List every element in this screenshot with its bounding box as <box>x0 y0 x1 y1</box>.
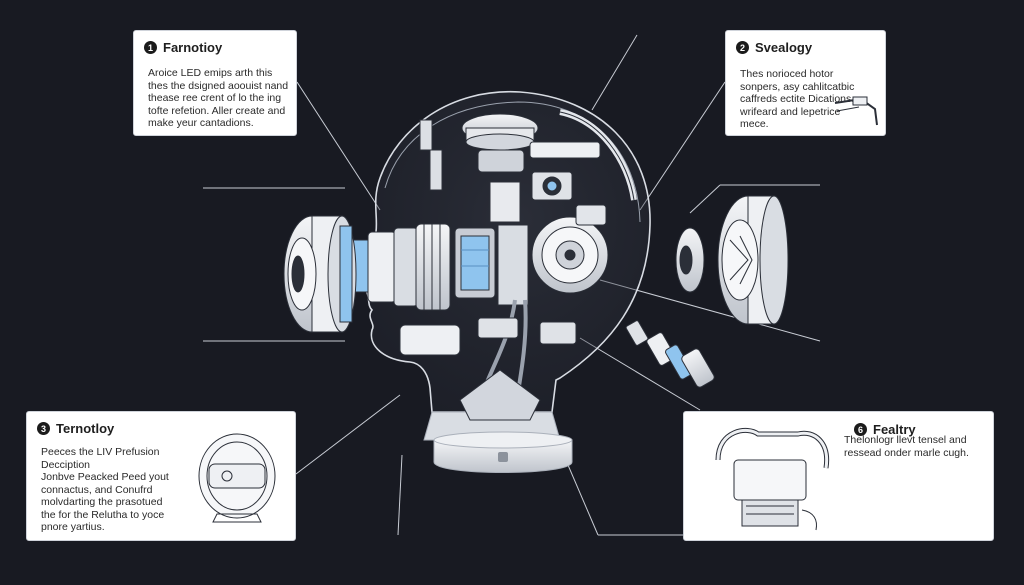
description-line: Thelonlogr llevt tensel and <box>844 434 967 446</box>
description-line: mece. <box>740 118 769 130</box>
leader-line <box>579 337 701 411</box>
right-disc-assembly <box>675 195 789 325</box>
callout-4: 6 Fealtry Thelonlogr llevt tensel and re… <box>683 411 994 541</box>
description-line: ressead onder marle cugh. <box>844 446 969 459</box>
visor-part-illustration <box>198 433 276 523</box>
description-line: Peeces the LIV Prefusion <box>41 446 160 458</box>
description-line: Aroice LED emips arth this <box>148 67 273 79</box>
head-inner-rim <box>384 101 641 223</box>
callout-number-badge: 6 <box>854 423 867 436</box>
leader-lines <box>203 34 821 536</box>
lens-stack <box>349 223 451 311</box>
leader-line <box>639 81 726 211</box>
handle-part-illustration <box>834 96 878 126</box>
description-line: molvdarting the prasotued <box>41 496 163 508</box>
callout-description: Peeces the LIV Prefusion Decciption Jonb… <box>41 446 169 534</box>
neck-base <box>423 411 573 473</box>
description-line: sonpers, asy cahlitcatbic <box>740 80 855 93</box>
description-line: thease ree crent of lo the ing <box>148 92 282 104</box>
callout-2: 2 Svealogy Thes norioced hotor sonpers, … <box>725 30 886 136</box>
description-line: wrifeard and lepetrice <box>740 105 841 118</box>
left-disc-assembly <box>283 215 357 333</box>
small-cylinder-parts <box>625 320 715 388</box>
callout-description: Thelonlogr llevt tensel and ressead onde… <box>844 434 969 459</box>
callout-title: Ternotloy <box>56 421 115 436</box>
description-line: Thes norioced hotor <box>740 68 834 80</box>
internal-mechanics <box>399 113 609 421</box>
callout-title: Fealtry <box>873 422 916 437</box>
callout-description: Aroice LED emips arth this thes the dsig… <box>148 67 289 130</box>
description-line: connactus, and Conufrd <box>41 483 153 496</box>
callout-title: Farnotioy <box>163 40 223 55</box>
frame-part-illustration <box>715 428 830 531</box>
leader-line <box>397 454 403 536</box>
description-line: caffreds ectite Dications, <box>740 93 855 105</box>
callout-number-badge: 2 <box>736 41 749 54</box>
callout-number-badge: 3 <box>37 422 50 435</box>
description-line: make yeur cantadions. <box>148 117 254 129</box>
description-line: tofte refetion. Aller create and <box>148 104 286 117</box>
callout-description: Thes norioced hotor sonpers, asy cahlitc… <box>740 68 873 131</box>
description-line: pnore yartius. <box>41 521 105 533</box>
leader-line <box>295 394 401 475</box>
description-line: thes the dsigned aoouist nand <box>148 79 289 92</box>
description-line: Decciption <box>41 458 91 471</box>
leader-line <box>591 34 638 111</box>
leader-line <box>296 81 381 211</box>
callout-3: 3 Ternotloy Peeces the LIV Prefusion Dec… <box>26 411 296 541</box>
callout-1: 1 Farnotioy Aroice LED emips arth this t… <box>133 30 297 136</box>
callout-number-badge: 1 <box>144 41 157 54</box>
description-line: Jonbve Peacked Peed yout <box>41 471 169 483</box>
description-line: the for the Relutha to yoce <box>41 508 165 521</box>
leader-line <box>689 184 721 214</box>
callout-title: Svealogy <box>755 40 813 55</box>
